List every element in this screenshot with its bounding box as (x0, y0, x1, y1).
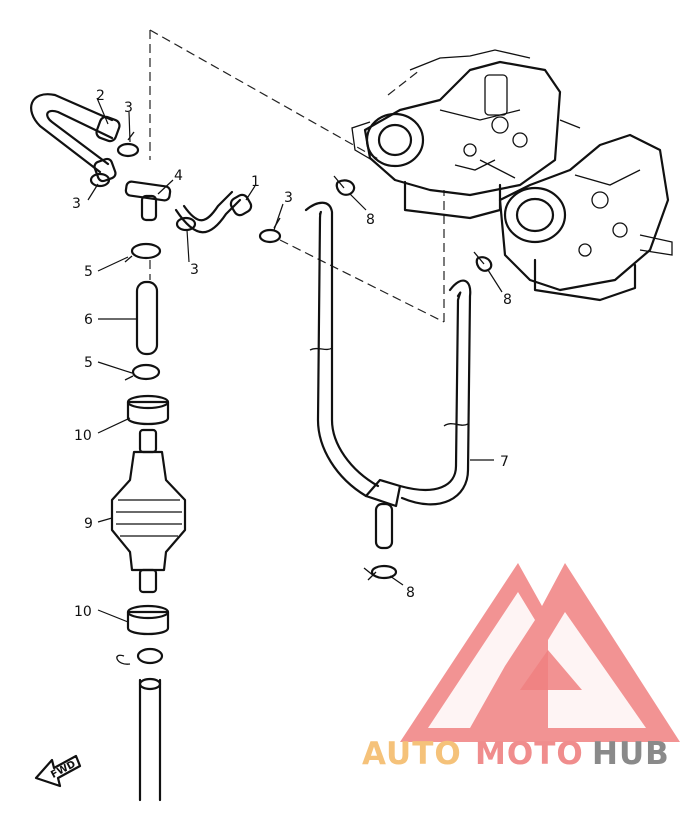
clip-part-3-b (89, 172, 111, 188)
callout-3-c: 3 (284, 190, 293, 206)
callout-3-b: 3 (72, 196, 81, 212)
callout-8-a: 8 (366, 212, 375, 228)
fuel-filter-part-9 (110, 428, 187, 594)
callout-6: 6 (84, 312, 93, 328)
watermark-text: AUTO MOTO HUB (362, 736, 670, 772)
hose-loop-part-2 (30, 93, 121, 183)
callout-9: 9 (84, 516, 93, 532)
callout-4: 4 (174, 168, 183, 184)
hose-part-6 (135, 280, 159, 356)
clip-part-5-lower (124, 363, 161, 381)
watermark-logo (400, 563, 680, 742)
band-part-10-lower (126, 604, 170, 636)
reference-lines (149, 29, 445, 323)
callout-7: 7 (500, 454, 509, 470)
watermark-moto: MOTO (475, 736, 584, 772)
watermark-auto: AUTO (362, 736, 462, 772)
fwd-arrow-icon: FWD (34, 754, 82, 788)
leader-lines (87, 97, 503, 623)
callout-3-d: 3 (190, 262, 199, 278)
watermark-hub: HUB (592, 736, 670, 772)
band-part-10-upper (126, 394, 170, 426)
callout-3-a: 3 (124, 100, 133, 116)
clip-part-8-a (333, 175, 356, 196)
y-hose-part-7 (304, 201, 472, 550)
clip-part-3-c (175, 216, 197, 232)
t-joint-part-4 (124, 180, 172, 222)
callout-10-upper: 10 (74, 428, 92, 444)
clip-part-5-upper (124, 242, 162, 263)
clip-part-8-b (473, 251, 493, 272)
callout-8-c: 8 (406, 585, 415, 601)
callout-8-b: 8 (503, 292, 512, 308)
callout-labels: 2 3 3 4 1 3 3 5 6 5 10 9 10 8 8 8 7 (72, 88, 512, 620)
callout-10-lower: 10 (74, 604, 92, 620)
callout-5-upper: 5 (84, 264, 93, 280)
callout-2: 2 (96, 88, 105, 104)
callout-5-lower: 5 (84, 355, 93, 371)
clip-part-8-c (363, 564, 398, 581)
callout-1: 1 (251, 174, 260, 190)
clip-bottom (116, 647, 164, 665)
carburetor-assembly (351, 49, 673, 302)
hose-bottom (138, 677, 162, 802)
hose-part-1 (174, 190, 253, 234)
clip-part-3-a (116, 131, 140, 158)
